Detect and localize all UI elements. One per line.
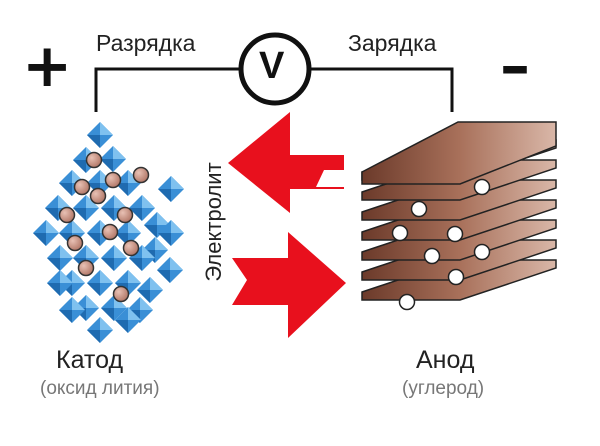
discharge-label: Разрядка [96,30,196,56]
crystal-octahedron [87,270,113,296]
crystal-octahedron [158,220,184,246]
cathode-sub-label: (оксид лития) [40,378,160,399]
lithium-ion [104,171,122,189]
crystal-octahedron [33,220,59,246]
crystal-octahedron [157,257,183,283]
crystal-octahedron [87,122,113,148]
crystal-octahedron [59,297,85,323]
crystal-octahedron [47,270,73,296]
crystal-octahedron [137,277,163,303]
lithium-ion [101,223,119,241]
crystal-octahedron [47,245,73,271]
lithium-ion [89,187,107,205]
crystal-octahedron [87,317,113,343]
crystal-octahedron [101,245,127,271]
electrolyte-label: Электролит [201,162,226,282]
lithium-ion [132,166,150,184]
crystal-octahedron [115,220,141,246]
cathode-label: Катод [56,346,124,374]
crystal-octahedron [115,307,141,333]
voltmeter-icon [238,32,312,106]
anode-sub-label: (углерод) [402,378,485,399]
anode-label: Анод [416,346,475,374]
anode-graphite-layers [361,121,557,311]
lithium-ion [112,285,130,303]
lithium-ion [116,206,134,224]
lithium-ion [122,239,140,257]
lithium-ion-anode [398,293,416,311]
lithium-ion [58,206,76,224]
electrolyte-arrows [228,112,346,338]
lithium-ion-anode [391,224,409,242]
lithium-ion [85,151,103,169]
arrow-left [228,112,344,213]
minus-icon: – [500,31,530,101]
circuit-wire [94,67,454,112]
lithium-ion-anode [446,225,464,243]
arrow-right [232,232,346,338]
lithium-ion [73,178,91,196]
crystal-octahedron [158,176,184,202]
lithium-ion-anode [423,247,441,265]
lithium-ion-anode [410,200,428,218]
lithium-ion-anode [473,178,491,196]
lithium-ion-anode [447,268,465,286]
lithium-ion-anode [473,243,491,261]
crystal-octahedron [100,146,126,172]
voltmeter-label: V [259,45,285,87]
plus-icon: + [22,31,73,101]
charge-label: Зарядка [348,30,437,56]
graphite-layer-top [361,121,557,185]
lithium-ion [66,234,84,252]
cathode-crystal-lattice [33,122,184,343]
lithium-ion [77,259,95,277]
